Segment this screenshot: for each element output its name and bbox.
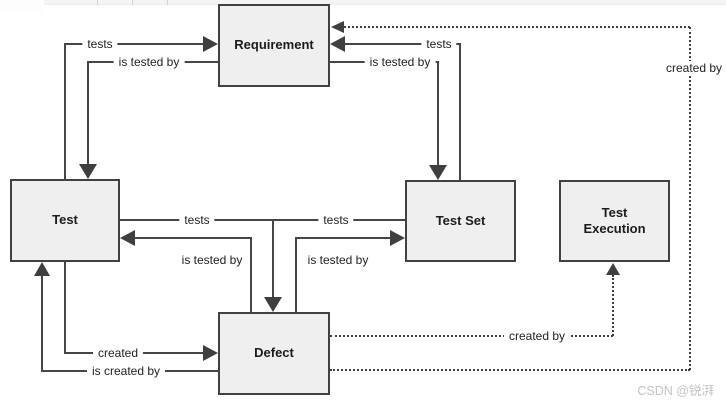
edge-label-is-tested-by: is tested by (176, 253, 248, 267)
page-remnant-tick (97, 0, 98, 5)
edge-defect-istestedby-test-line (134, 237, 252, 239)
arrowhead-into-execution-bottom (606, 263, 620, 275)
edge-defect-iscreatedby-test-line (41, 275, 43, 371)
page-remnant-band (44, 0, 726, 5)
arrowhead-into-test-bottom (34, 262, 50, 276)
edge-label-created-by: created by (503, 329, 571, 343)
edge-label-is-created-by: is created by (86, 364, 166, 378)
node-defect: Defect (218, 312, 330, 395)
node-requirement-label: Requirement (234, 37, 314, 53)
edge-defect-istestedby-testset-line (295, 238, 297, 312)
edge-requirement-istestedby-test-line (87, 62, 89, 165)
node-test-set: Test Set (405, 180, 516, 262)
arrowhead-into-defect-left (203, 345, 218, 361)
node-test: Test (10, 179, 120, 262)
page-remnant-corner (0, 0, 44, 13)
edge-label-tests: tests (82, 37, 118, 51)
node-defect-label: Defect (254, 345, 294, 361)
edge-test-tests-requirement-line (64, 44, 66, 179)
edge-defect-createdby-execution-line (330, 335, 613, 337)
edge-defect-istestedby-test-line (250, 238, 252, 312)
csdn-watermark: CSDN @锐湃 (637, 384, 714, 398)
edge-testset-tests-requirement-line (344, 43, 461, 45)
edge-testset-tests-requirement-line (459, 44, 461, 180)
edge-requirement-istestedby-testset-line (437, 62, 439, 166)
arrowhead-into-test-right (120, 230, 135, 246)
edge-defect-istestedby-testset-line (295, 237, 391, 239)
edge-label-is-tested-by: is tested by (302, 253, 374, 267)
edge-label-created-by: created by (660, 61, 726, 75)
edge-defect-createdby-requirement-line (689, 27, 691, 370)
arrowhead-into-requirement-right-dotted (331, 21, 344, 33)
arrowhead-into-requirement-left (203, 36, 218, 52)
node-test-label: Test (52, 212, 78, 228)
page-remnant-tick (167, 0, 168, 5)
arrowhead-into-defect-top (264, 297, 282, 312)
arrowhead-into-testset-top (429, 165, 447, 180)
edge-label-created: created (92, 346, 144, 360)
edge-tests-shared-line (120, 219, 405, 221)
node-requirement: Requirement (218, 4, 330, 87)
edge-label-tests: tests (421, 37, 457, 51)
edge-defect-createdby-requirement-line (330, 369, 690, 371)
edge-tests-shared-line (272, 220, 274, 298)
node-test-execution-label: Test Execution (583, 204, 646, 236)
edge-label-tests: tests (318, 213, 354, 227)
edge-test-tests-requirement-line (64, 43, 204, 45)
page-remnant-tick (132, 0, 133, 5)
arrowhead-into-requirement-right (330, 36, 345, 52)
arrowhead-into-testset-left (390, 230, 405, 246)
node-test-execution: Test Execution (559, 180, 670, 262)
edge-test-created-defect-line (64, 262, 66, 353)
node-test-set-label: Test Set (435, 212, 486, 228)
edge-label-is-tested-by: is tested by (113, 55, 185, 69)
arrowhead-into-test-top (79, 164, 97, 179)
edge-defect-createdby-requirement-line (344, 26, 690, 28)
edge-defect-createdby-execution-line (612, 275, 614, 336)
edge-label-tests: tests (179, 213, 215, 227)
edge-label-is-tested-by: is tested by (364, 55, 436, 69)
